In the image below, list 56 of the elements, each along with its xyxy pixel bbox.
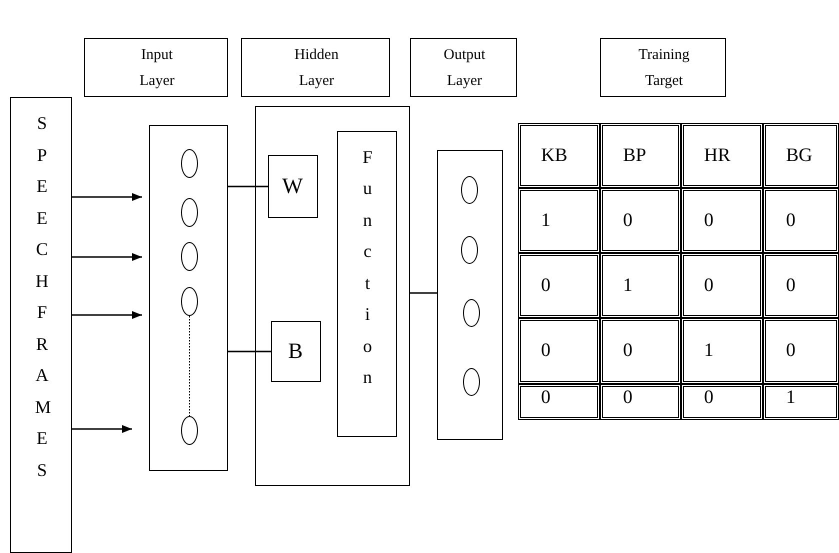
table-value: 0: [623, 387, 632, 409]
layer-title: Hidden Layer: [293, 46, 340, 91]
arrow: [72, 253, 142, 261]
neuron-ellipse: [180, 198, 198, 226]
connector-line: [228, 186, 268, 188]
layer-title-box: [84, 38, 228, 97]
neuron-ellipse: [180, 242, 198, 270]
table-value: 0: [541, 387, 550, 409]
weight-box: [268, 154, 318, 218]
column-header: HR: [704, 144, 730, 166]
table-value: 1: [623, 274, 632, 296]
connector-line: [228, 350, 271, 352]
vertical-label-box: [336, 130, 396, 436]
table-value: 0: [786, 274, 796, 296]
layer-title: Training Target: [637, 46, 691, 91]
panel-box: [255, 106, 410, 486]
layer-title-box: [600, 38, 726, 97]
table-value: 0: [786, 210, 796, 232]
table-value: 0: [541, 274, 550, 296]
panel-box: [437, 150, 503, 440]
layer-title-box: [241, 38, 390, 97]
column-header: BG: [786, 144, 812, 166]
layer-title: Output Layer: [442, 46, 486, 91]
neuron-ellipse: [180, 148, 198, 178]
neuron-ellipse: [462, 298, 480, 326]
table-value: 1: [541, 210, 550, 232]
neuron-ellipse: [180, 286, 198, 316]
arrow: [72, 425, 132, 433]
table-value: 0: [623, 210, 632, 232]
layer-title: Input Layer: [138, 46, 176, 91]
table-value: 0: [704, 210, 714, 232]
vertical-label-box: [10, 97, 72, 553]
vertical-label: S P E E C H F R A M E S: [35, 112, 49, 482]
arrow: [72, 193, 142, 201]
weight-label: B: [287, 338, 304, 364]
neuron-ellipse: [460, 236, 478, 264]
neuron-ellipse: [460, 176, 478, 204]
column-header: KB: [541, 144, 568, 166]
table-value: 1: [704, 340, 714, 362]
table-value: 0: [704, 387, 714, 409]
column-header: BP: [623, 144, 646, 166]
arrow: [72, 311, 142, 319]
table-value: 1: [786, 387, 796, 409]
neuron-ellipse: [180, 416, 198, 444]
table-value: 0: [786, 340, 796, 362]
vertical-label: F u n c t i o n: [361, 146, 374, 389]
connector-line: [410, 292, 437, 294]
table-value: 0: [623, 340, 632, 362]
table-value: 0: [704, 274, 714, 296]
neuron-ellipse: [462, 368, 480, 396]
dotted-line: [189, 316, 190, 416]
layer-title-box: [410, 38, 517, 97]
table-value: 0: [541, 340, 550, 362]
weight-box: [270, 320, 320, 382]
panel-box: [149, 125, 228, 471]
weight-label: W: [281, 173, 304, 199]
